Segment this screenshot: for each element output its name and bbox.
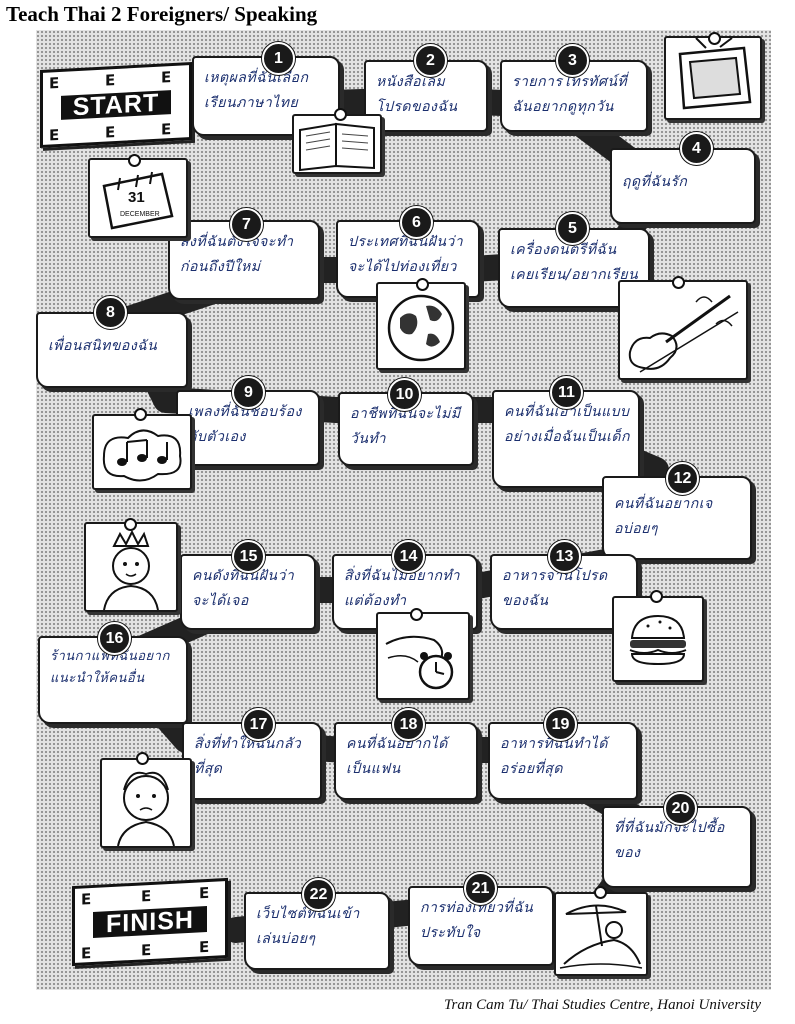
square-text: คนที่ฉันเอาเป็นแบบอย่างเมื่อฉันเป็นเด็ก [504, 404, 630, 445]
square-number: 16 [98, 622, 131, 655]
tv-illustration [664, 36, 762, 120]
flag-mark: E [141, 886, 152, 906]
violin-illustration [618, 280, 748, 380]
pin-icon [410, 608, 423, 621]
flag-mark: E [141, 940, 152, 960]
square-number: 8 [94, 296, 127, 329]
flag-mark: E [105, 71, 116, 90]
pin-icon [136, 752, 149, 765]
queen-illustration [84, 522, 178, 612]
square-text: คนที่ฉันอยากได้เป็นแฟน [346, 736, 448, 777]
square-text: เพื่อนสนิทของฉัน [48, 338, 158, 354]
square-text: คนที่ฉันอยากเจอบ่อยๆ [614, 496, 713, 537]
square-text: รายการโทรทัศน์ที่ฉันอยากดูทุกวัน [512, 74, 628, 115]
square-4: ฤดูที่ฉันรัก [610, 148, 756, 224]
flag-mark: E [161, 68, 172, 87]
square-number: 13 [548, 540, 581, 573]
pin-icon [672, 276, 685, 289]
square-text: คนดังที่ฉันฝันว่าจะได้เจอ [192, 568, 295, 609]
square-text: อาหารที่ฉันทำได้อร่อยที่สุด [500, 736, 608, 777]
pin-icon [124, 518, 137, 531]
flag-mark: E [49, 125, 60, 145]
square-number: 9 [232, 376, 265, 409]
square-text: ร้านกาแฟที่ฉันอยากแนะนำให้คนอื่น [50, 649, 170, 686]
finish-flag: E E E FINISH E E E [72, 877, 228, 967]
square-text: เว็บไซต์ที่ฉันเข้าเล่นบ่อยๆ [256, 906, 360, 947]
calendar-month: DECEMBER [120, 211, 160, 218]
beach-illustration [554, 892, 648, 976]
square-number: 19 [544, 708, 577, 741]
square-number: 20 [664, 792, 697, 825]
square-number: 3 [556, 44, 589, 77]
pin-icon [416, 278, 429, 291]
square-number: 21 [464, 872, 497, 905]
calendar-day: 31 [128, 189, 145, 206]
square-text: ที่ที่ฉันมักจะไปซื้อของ [614, 820, 725, 861]
square-number: 15 [232, 540, 265, 573]
finish-label: FINISH [93, 905, 207, 938]
square-number: 14 [392, 540, 425, 573]
footer-credit: Tran Cam Tu/ Thai Studies Centre, Hanoi … [444, 997, 761, 1013]
pin-icon [708, 32, 721, 45]
square-text: สิ่งที่ฉันตั้งใจจะทำก่อนถึงปีใหม่ [180, 234, 294, 275]
square-text: การท่องเที่ยวที่ฉันประทับใจ [420, 900, 534, 941]
pin-icon [650, 590, 663, 603]
square-text: เหตุผลที่ฉันเลือกเรียนภาษาไทย [204, 70, 309, 111]
pin-icon [128, 154, 141, 167]
flag-mark: E [49, 73, 60, 93]
square-number: 5 [556, 212, 589, 245]
flag-mark: E [105, 123, 116, 142]
square-number: 10 [388, 378, 421, 411]
square-16: ร้านกาแฟที่ฉันอยากแนะนำให้คนอื่น [38, 636, 188, 724]
square-number: 4 [680, 132, 713, 165]
flag-mark: E [161, 120, 172, 139]
square-number: 18 [392, 708, 425, 741]
flag-mark: E [199, 937, 210, 957]
square-number: 2 [414, 44, 447, 77]
square-number: 1 [262, 42, 295, 75]
square-number: 7 [230, 208, 263, 241]
page-title: Teach Thai 2 Foreigners/ Speaking [6, 2, 318, 26]
start-flag: E E E START E E E [40, 62, 192, 148]
square-text: อาชีพที่ฉันจะไม่มีวันทำ [350, 406, 461, 447]
game-board: E E E START E E E E E E FINISH E E E เหต… [36, 30, 771, 990]
music-notes-illustration [92, 414, 192, 490]
scared-face-illustration [100, 758, 192, 848]
square-number: 12 [666, 462, 699, 495]
square-7: สิ่งที่ฉันตั้งใจจะทำก่อนถึงปีใหม่ [168, 220, 320, 300]
pin-icon [594, 886, 607, 899]
square-text: หนังสือเล่มโปรดของฉัน [376, 74, 458, 115]
square-17: สิ่งที่ทำให้ฉันกลัวที่สุด [182, 722, 322, 800]
square-text: เครื่องดนตรีที่ฉันเคยเรียน/อยากเรียน [510, 242, 639, 283]
square-text: สิ่งที่ทำให้ฉันกลัวที่สุด [194, 736, 302, 777]
square-number: 6 [400, 206, 433, 239]
flag-mark: E [81, 890, 92, 909]
square-number: 11 [550, 376, 583, 409]
square-text: สิ่งที่ฉันไม่อยากทำแต่ต้องทำ [344, 568, 461, 609]
pin-icon [134, 408, 147, 421]
square-number: 22 [302, 878, 335, 911]
start-label: START [61, 88, 171, 121]
pin-icon [334, 108, 347, 121]
flag-mark: E [199, 883, 210, 903]
burger-illustration [612, 596, 704, 682]
book-illustration [292, 114, 382, 174]
square-text: อาหารจานโปรดของฉัน [502, 568, 608, 609]
alarm-clock-illustration [376, 612, 470, 700]
square-text: ประเทศที่ฉันฝันว่าจะได้ไปท่องเที่ยว [348, 234, 464, 275]
flag-mark: E [81, 944, 92, 963]
globe-illustration [376, 282, 466, 370]
square-text: ฤดูที่ฉันรัก [622, 174, 688, 190]
square-number: 17 [242, 708, 275, 741]
square-text: เพลงที่ฉันชอบร้องกับตัวเอง [188, 404, 302, 445]
